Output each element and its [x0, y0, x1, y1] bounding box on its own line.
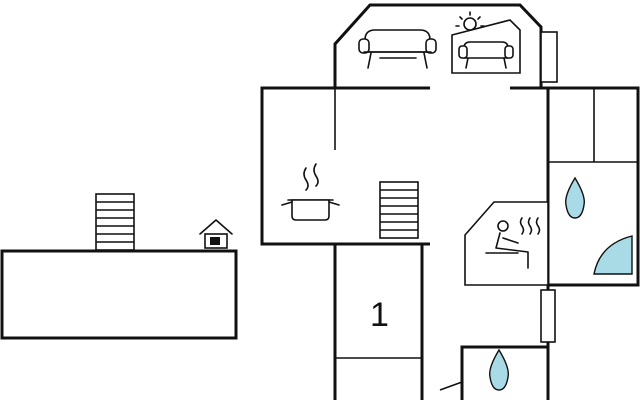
- sauna-room: [464, 201, 549, 286]
- sauna-icon: [485, 217, 541, 269]
- lower-diagonal: [439, 381, 463, 391]
- cooking-pot-icon: [281, 163, 340, 221]
- outbuilding: [0, 249, 238, 340]
- room-number-label: 1: [370, 296, 389, 334]
- house-walls: [260, 3, 640, 400]
- armchair-icon: [358, 29, 437, 69]
- window-icon: [540, 289, 556, 343]
- stairs-icon: [379, 181, 419, 239]
- water-drop-icon: [489, 348, 509, 391]
- outdoor-shed-icon: [199, 219, 233, 249]
- stairs-icon: [95, 193, 135, 251]
- lower-bath-walls: [460, 345, 550, 400]
- shower-icon: [593, 235, 633, 275]
- water-drop-icon: [565, 176, 585, 219]
- window-icon: [540, 31, 558, 83]
- outbuilding-walls: [0, 249, 238, 340]
- sunroom-armchair-icon: [451, 11, 521, 74]
- living-walls: [260, 86, 430, 246]
